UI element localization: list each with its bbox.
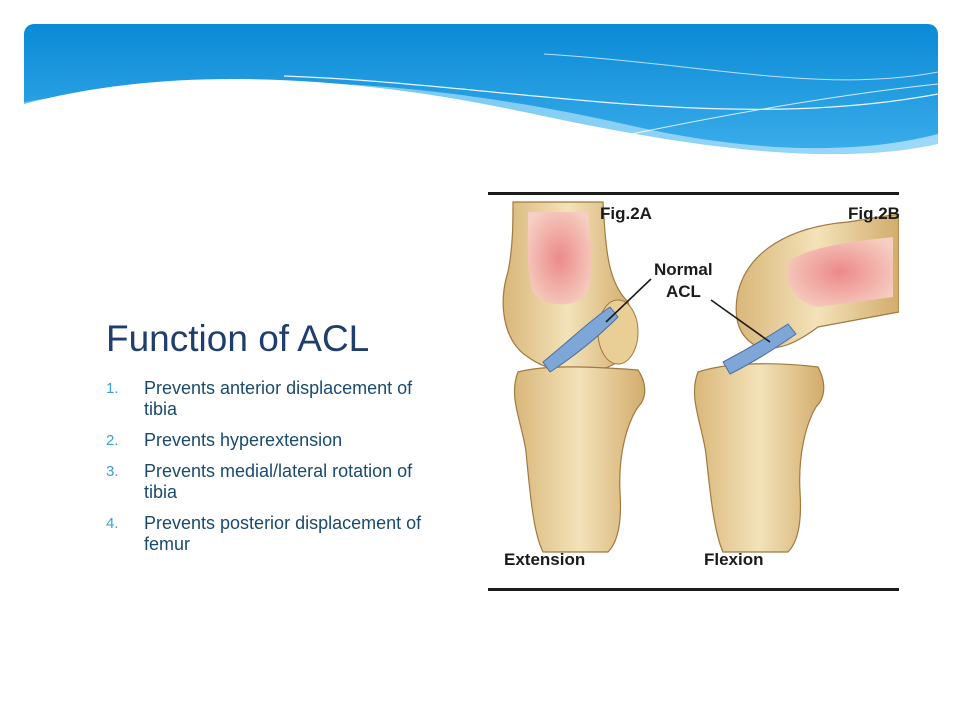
list-item: 4. Prevents posterior displacement of fe… <box>106 513 436 555</box>
list-item: 1. Prevents anterior displacement of tib… <box>106 378 436 420</box>
list-item-text: Prevents medial/lateral rotation of tibi… <box>144 461 413 502</box>
list-item-text: Prevents anterior displacement of tibia <box>144 378 413 419</box>
caption-flexion: Flexion <box>704 550 764 569</box>
list-item-number: 1. <box>106 380 119 397</box>
slide-title: Function of ACL <box>106 318 370 359</box>
callout-pointer-right <box>710 299 771 343</box>
knee-illustration <box>502 201 899 553</box>
knee-flexion <box>693 213 899 553</box>
list-item-text: Prevents posterior displacement of femur <box>144 513 422 554</box>
header-wave-banner <box>24 24 938 164</box>
callout-acl-label: ACL <box>666 282 701 301</box>
fig-2b-label: Fig.2B <box>848 204 899 223</box>
list-item-text: Prevents hyperextension <box>144 430 343 450</box>
fig-2a-label: Fig.2A <box>600 204 652 223</box>
function-list: 1. Prevents anterior displacement of tib… <box>106 378 436 565</box>
knee-acl-figure: Fig.2A Fig.2B Normal ACL Extension Flexi… <box>488 192 899 591</box>
list-item-number: 3. <box>106 463 119 480</box>
callout-normal-label: Normal <box>654 260 713 279</box>
callout-pointer-left <box>605 278 652 323</box>
list-item: 2. Prevents hyperextension <box>106 430 436 451</box>
knee-extension <box>502 201 646 553</box>
list-item-number: 2. <box>106 432 119 449</box>
figure-bottom-rule <box>488 588 899 591</box>
wave-graphic <box>24 24 938 164</box>
list-item: 3. Prevents medial/lateral rotation of t… <box>106 461 436 503</box>
figure-top-rule <box>488 192 899 195</box>
list-item-number: 4. <box>106 515 119 532</box>
caption-extension: Extension <box>504 550 586 569</box>
